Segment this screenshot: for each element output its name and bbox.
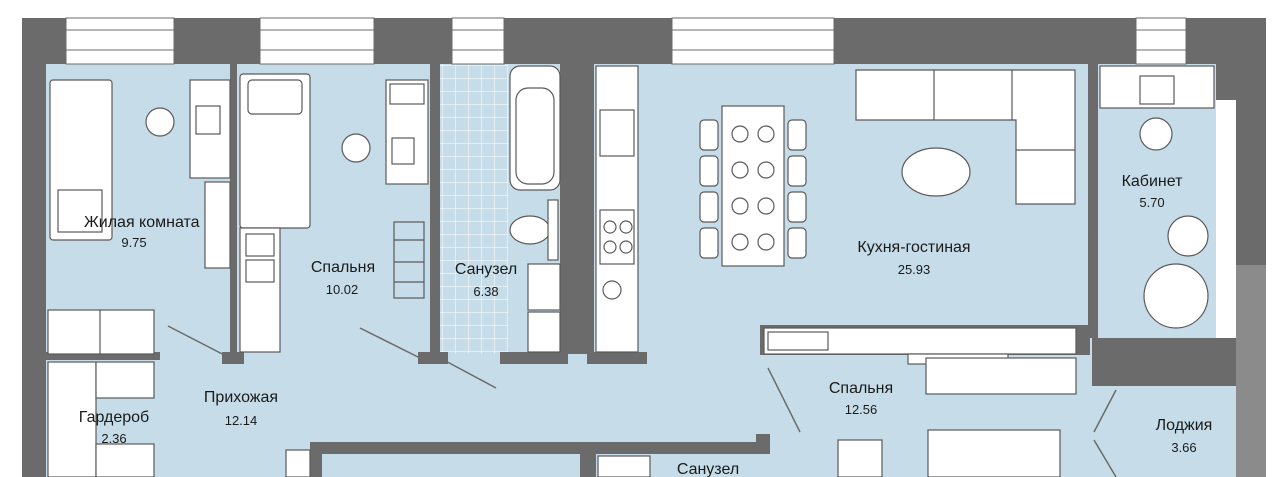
furniture <box>47 65 1215 477</box>
room-area-living: 9.75 <box>121 235 146 250</box>
room-name-bath2: Санузел <box>677 461 739 477</box>
room-name-living: Жилая комната <box>84 214 200 231</box>
room-area-bedroom2: 12.56 <box>845 402 878 417</box>
chair-icon <box>145 107 175 137</box>
wardrobe-living <box>47 309 155 355</box>
chair-icon <box>1139 117 1173 151</box>
shelf-living <box>204 181 231 269</box>
books-icon <box>389 83 425 105</box>
sink-icon <box>599 109 635 157</box>
window-bath <box>451 17 505 65</box>
laptop-icon <box>1139 75 1175 105</box>
stove-icon <box>599 209 635 265</box>
pillow <box>57 189 103 233</box>
bath2-fixture <box>597 455 651 477</box>
windows <box>65 17 1187 65</box>
room-name-study: Кабинет <box>1122 173 1184 190</box>
kitchen-counter <box>595 65 639 353</box>
pillow <box>247 79 303 115</box>
bed-bedroom2 <box>927 429 1061 477</box>
ladder-icon <box>393 221 425 299</box>
room-name-loggia: Лоджия <box>1156 417 1213 434</box>
room-area-kitchen: 25.93 <box>898 262 931 277</box>
room-area-bedroom1: 10.02 <box>326 282 359 297</box>
coffee-table <box>901 147 971 197</box>
room-area-wardrobe: 2.36 <box>101 431 126 446</box>
room-name-bedroom2: Спальня <box>829 380 893 397</box>
room-area-loggia: 3.66 <box>1171 440 1196 455</box>
laptop-icon <box>195 105 221 135</box>
wardrobe-rack <box>47 361 97 477</box>
room-name-bedroom1: Спальня <box>311 259 375 276</box>
side-table <box>1167 215 1209 257</box>
walls <box>22 18 1266 477</box>
toilet-icon <box>509 215 551 245</box>
room-area-bath1: 6.38 <box>473 284 498 299</box>
window-bedroom <box>259 17 375 65</box>
window-kitchen <box>671 17 835 65</box>
chair-icon <box>341 133 371 163</box>
room-name-bath1: Санузел <box>455 261 517 278</box>
window-living <box>65 17 175 65</box>
sofa-corner <box>855 69 1076 205</box>
room-area-hall: 12.14 <box>225 413 258 428</box>
laptop-icon <box>391 137 415 165</box>
washer-icon <box>527 311 561 353</box>
cabinet <box>285 449 311 477</box>
room-name-hall: Прихожая <box>204 389 278 406</box>
sink-icon <box>527 263 561 311</box>
washer-icon <box>602 280 622 300</box>
nightstand <box>837 439 883 477</box>
room-name-wardrobe: Гардероб <box>79 409 149 426</box>
bathroom-tile-floor <box>440 64 508 354</box>
room-labels: Жилая комната 9.75 Спальня 10.02 Санузел… <box>79 173 1213 477</box>
dining-table <box>721 105 785 267</box>
dresser <box>925 357 1077 395</box>
armchair-icon <box>1143 263 1209 329</box>
window-study <box>1135 17 1187 65</box>
doors <box>167 230 1117 477</box>
room-area-study: 5.70 <box>1139 195 1164 210</box>
room-name-kitchen: Кухня-гостиная <box>857 239 970 256</box>
loggia-floor <box>1092 386 1236 477</box>
